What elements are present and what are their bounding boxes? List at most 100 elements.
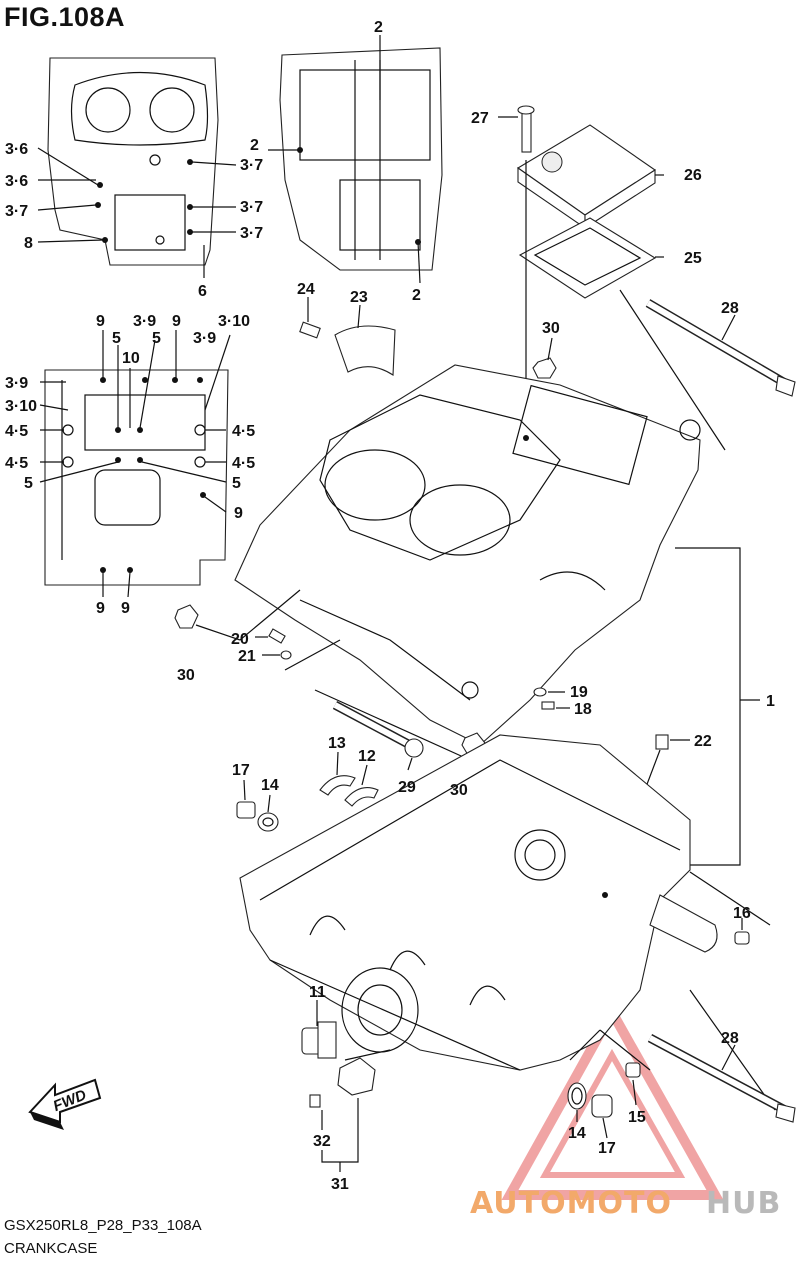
callout: 23 <box>350 289 368 306</box>
callout: 21 <box>238 648 256 665</box>
callout: 3·9 <box>193 330 216 347</box>
nut-30-left <box>174 604 241 641</box>
callout: 18 <box>574 701 592 718</box>
watermark-part1: AUTOMOTO <box>470 1186 672 1221</box>
callout: 4·5 <box>232 455 255 472</box>
callout: 6 <box>198 283 207 300</box>
callout: 12 <box>358 748 376 765</box>
callout: 3·10 <box>218 313 250 330</box>
callout: 2 <box>412 287 421 304</box>
callout: 3·9 <box>133 313 156 330</box>
callout: 3·7 <box>240 157 263 174</box>
callout: 3·10 <box>5 398 37 415</box>
callout: 29 <box>398 779 416 796</box>
callout: 5 <box>112 330 121 347</box>
gasket-14-left <box>257 794 279 832</box>
upper-case-bottom-view <box>268 35 443 284</box>
plug-17-right <box>591 1094 613 1139</box>
fwd-arrow-icon <box>28 1078 102 1130</box>
callout: 20 <box>231 631 249 648</box>
bearing-13 <box>319 751 356 796</box>
callout: 10 <box>122 350 140 367</box>
callout: 26 <box>684 167 702 184</box>
callout: 3·7 <box>240 225 263 242</box>
cover-gasket <box>518 217 657 299</box>
callout: 5 <box>232 475 241 492</box>
callout: 22 <box>694 733 712 750</box>
sensor-31 <box>321 1057 376 1172</box>
upper-crankcase <box>234 364 701 746</box>
callout: 1 <box>766 693 775 710</box>
callout: 4·5 <box>232 423 255 440</box>
callout: 17 <box>232 762 250 779</box>
callout: 9 <box>121 600 130 617</box>
callout: 3·7 <box>5 203 28 220</box>
fwd-label: FWD <box>51 1086 89 1115</box>
o-ring-21 <box>262 650 292 660</box>
callout: 14 <box>568 1125 586 1142</box>
figure-title: FIG.108A <box>4 2 126 32</box>
plug-15 <box>625 1062 641 1106</box>
callout: 14 <box>261 777 279 794</box>
jet-20 <box>255 628 286 644</box>
callout: 28 <box>721 300 739 317</box>
callout: 13 <box>328 735 346 752</box>
callout: 9 <box>172 313 181 330</box>
callout: 2 <box>250 137 259 154</box>
callout: 3·7 <box>240 199 263 216</box>
callout: 11 <box>309 984 326 1001</box>
watermark-triangle <box>501 1001 724 1200</box>
callout: 19 <box>570 684 588 701</box>
cover-plate <box>516 124 656 230</box>
lower-crankcase <box>239 734 718 1071</box>
callout: 9 <box>96 600 105 617</box>
jet-18 <box>541 701 570 710</box>
lower-case-side-callouts <box>39 330 231 598</box>
callout: 5 <box>24 475 33 492</box>
plug-17-left <box>236 779 256 819</box>
callout: 28 <box>721 1030 739 1047</box>
callout: 27 <box>471 110 489 127</box>
callout: 3·6 <box>5 141 28 158</box>
upper-case-callouts <box>37 147 237 278</box>
callout: 30 <box>177 667 195 684</box>
callout: 30 <box>542 320 560 337</box>
callout: 30 <box>450 782 468 799</box>
filter-11 <box>301 1000 337 1059</box>
callout: 3·9 <box>5 375 28 392</box>
callout: 9 <box>234 505 243 522</box>
callout: 4·5 <box>5 455 28 472</box>
callout-labels: 2 2 2 3·6 3·6 3·7 3·7 3·7 3·7 8 6 27 26 … <box>5 19 775 1193</box>
callout: 31 <box>331 1176 349 1193</box>
callout: 17 <box>598 1140 616 1157</box>
screw-32 <box>309 1094 323 1130</box>
callout: 16 <box>733 905 751 922</box>
watermark-logo: AUTOMOTO HUB <box>470 1186 781 1221</box>
gasket-14-right <box>567 1082 587 1122</box>
long-bolt-lower <box>647 1034 796 1123</box>
dowel-23 <box>334 304 396 376</box>
long-bolt-upper <box>645 299 796 397</box>
small-bolt-24 <box>299 297 321 339</box>
diagram-caption: CRANKCASE <box>4 1240 98 1257</box>
callout: 2 <box>374 19 383 36</box>
callout: 3·6 <box>5 173 28 190</box>
callout: 4·5 <box>5 423 28 440</box>
bolt-29 <box>332 701 424 771</box>
bearing-12 <box>344 764 379 807</box>
callout: 15 <box>628 1109 646 1126</box>
callout: 9 <box>96 313 105 330</box>
callout: 24 <box>297 281 315 298</box>
watermark-part2: HUB <box>706 1186 781 1221</box>
o-ring-19 <box>533 687 565 697</box>
diagram-code: GSX250RL8_P28_P33_108A <box>4 1217 202 1234</box>
callout-bracket-1 <box>675 547 760 866</box>
callout: 25 <box>684 250 702 267</box>
callout: 5 <box>152 330 161 347</box>
upper-case-top-view <box>47 57 219 266</box>
nut-30-top <box>532 337 557 379</box>
callout: 32 <box>313 1133 331 1150</box>
callout: 8 <box>24 235 33 252</box>
lower-case-side-view <box>44 369 229 586</box>
